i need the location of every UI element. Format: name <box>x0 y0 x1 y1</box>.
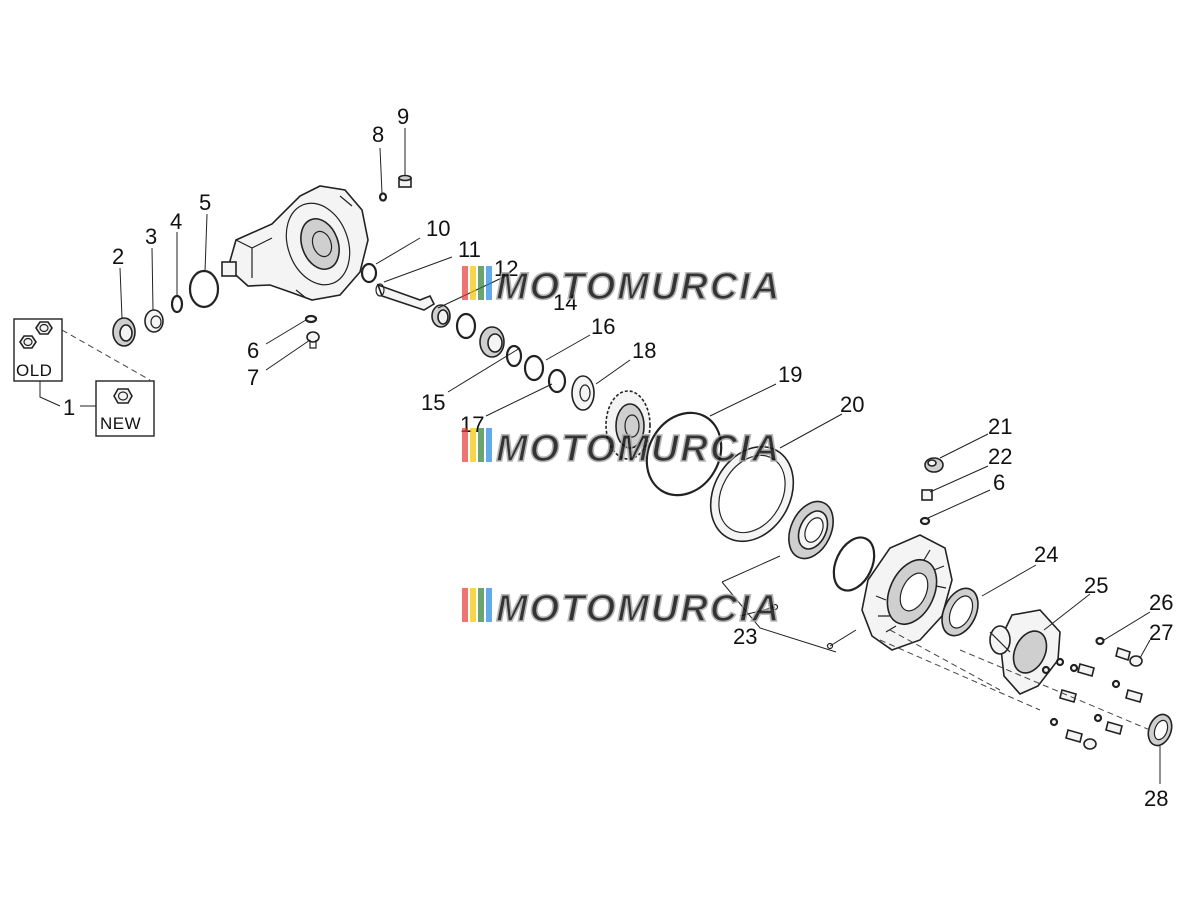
watermark-text-2: MOTOMURCIA <box>496 428 781 470</box>
callout-14: 14 <box>553 290 577 315</box>
callout-12: 12 <box>494 256 518 281</box>
callout-9: 9 <box>397 104 409 129</box>
new-nut-icon <box>113 388 133 404</box>
callout-28: 28 <box>1144 786 1168 811</box>
callout-10: 10 <box>426 216 450 241</box>
callout-2: 2 <box>112 244 124 269</box>
part-1-nut-kit: OLD NEW <box>13 318 155 437</box>
part-7-screw <box>306 331 320 349</box>
gear-housing <box>221 185 369 301</box>
crown-gear <box>605 390 651 460</box>
callout-22: 22 <box>988 444 1012 469</box>
callout-11: 11 <box>458 237 481 262</box>
old-nut-icon <box>19 321 53 349</box>
callout-3: 3 <box>145 224 157 249</box>
part-8-o-ring <box>378 192 388 202</box>
callout-20: 20 <box>840 392 864 417</box>
part-14-bearing <box>479 326 505 358</box>
part-20-gasket <box>709 445 795 543</box>
callout-7: 7 <box>247 365 259 390</box>
part-19-o-ring <box>645 411 723 497</box>
hub-cover <box>861 534 953 651</box>
callout-6a: 6 <box>247 338 259 363</box>
part-25-hub <box>989 609 1061 695</box>
callout-18: 18 <box>632 338 656 363</box>
callout-23: 23 <box>733 624 757 649</box>
callout-24: 24 <box>1034 542 1058 567</box>
part-3-bearing <box>144 309 164 333</box>
callout-26: 26 <box>1149 590 1173 615</box>
callout-labels: 1 2 3 4 5 6 7 8 9 10 11 12 14 15 16 17 1… <box>63 104 1173 811</box>
part-5-o-ring <box>188 269 220 309</box>
part-6-washer <box>304 314 318 324</box>
part-2-seal <box>112 317 136 347</box>
callout-5: 5 <box>199 190 211 215</box>
part-10-washer <box>360 262 378 284</box>
watermark-text-3: MOTOMURCIA <box>496 588 781 630</box>
part-16-ring <box>523 354 545 382</box>
callout-27: 27 <box>1149 620 1173 645</box>
callout-19: 19 <box>778 362 802 387</box>
large-bearing <box>788 500 834 560</box>
part-11-shaft <box>375 283 436 311</box>
part-27-bolt <box>1115 646 1143 667</box>
part-22-plug <box>921 489 933 501</box>
part-18-washer <box>571 375 595 411</box>
part-23-dowels <box>771 603 834 650</box>
part-9-plug <box>398 174 412 188</box>
callout-6b: 6 <box>993 470 1005 495</box>
new-label: NEW <box>100 414 141 433</box>
callout-21: 21 <box>988 414 1012 439</box>
large-ring <box>832 536 876 592</box>
callout-1: 1 <box>63 395 75 420</box>
part-26-washer <box>1095 636 1105 646</box>
part-24-seal <box>941 587 979 637</box>
watermark-text-1: MOTOMURCIA <box>496 266 781 308</box>
old-label: OLD <box>16 361 52 380</box>
watermark-logo-1: MOTOMURCIA <box>462 265 781 309</box>
part-6-o-ring-b <box>919 516 931 526</box>
watermark-logo-3: MOTOMURCIA <box>462 587 781 631</box>
callout-25: 25 <box>1084 573 1108 598</box>
watermark-logo-2: MOTOMURCIA <box>462 427 781 471</box>
part-28-seal <box>1147 713 1173 747</box>
part-13-o-ring <box>455 312 477 340</box>
part-21-cap <box>924 457 944 473</box>
part-17-ring <box>547 368 567 394</box>
callout-16: 16 <box>591 314 615 339</box>
callout-4: 4 <box>170 209 182 234</box>
part-4-ring <box>170 294 184 314</box>
callout-15: 15 <box>421 390 445 415</box>
part-12-ring <box>431 304 451 328</box>
bolt-set <box>1041 636 1143 750</box>
callout-8: 8 <box>372 122 384 147</box>
